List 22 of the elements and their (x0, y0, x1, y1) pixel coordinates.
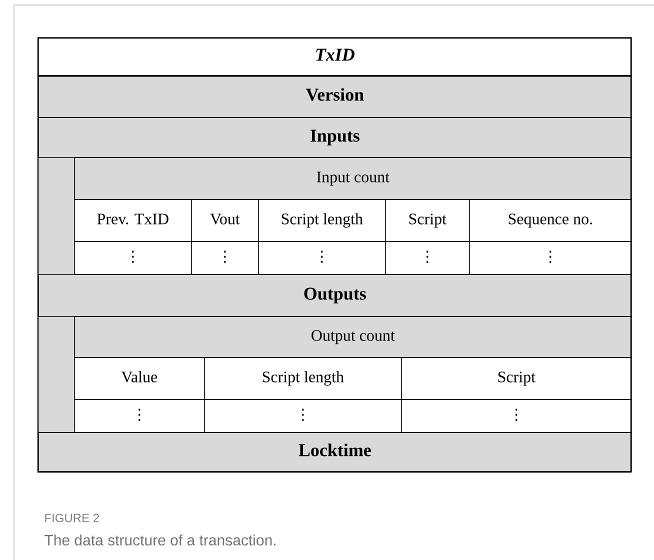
header-cell: Version (38, 75, 632, 118)
field-cell: Script length (258, 199, 386, 242)
field-cell: Script length (204, 357, 402, 400)
field-cell: Script (401, 357, 632, 400)
field-cell: Script (385, 199, 470, 242)
field-cell: Vout (191, 199, 259, 242)
field-cell: Sequence no. (469, 199, 632, 242)
indent-band (38, 316, 74, 433)
field-cell: Value (74, 357, 205, 400)
title-cell: TxID (38, 37, 632, 76)
field-cell: Prev. TxID (74, 199, 192, 242)
ellipsis-cell: ⋮ (74, 241, 192, 275)
caption: The data structure of a transaction. (44, 534, 276, 546)
ellipsis-cell: ⋮ (385, 241, 470, 275)
figure-label: FIGURE 2 (45, 514, 99, 522)
ellipsis-cell: ⋮ (401, 399, 632, 433)
ellipsis-cell: ⋮ (74, 399, 205, 433)
ellipsis-cell: ⋮ (191, 241, 259, 275)
indent-band (38, 158, 74, 275)
ellipsis-cell: ⋮ (204, 399, 402, 433)
ellipsis-cell: ⋮ (469, 241, 632, 275)
ellipsis-cell: ⋮ (258, 241, 386, 275)
